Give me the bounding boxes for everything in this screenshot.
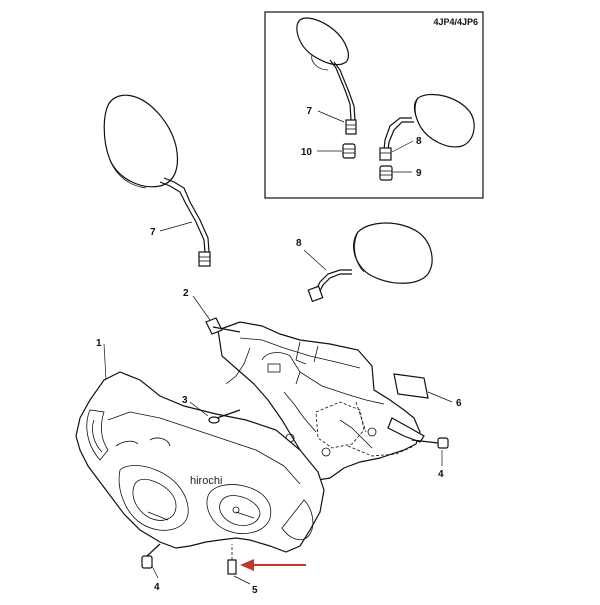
part-6-plate: 6	[393, 373, 462, 409]
inset-mirror-left	[296, 17, 357, 135]
callout-6: 6	[456, 398, 462, 409]
watermark-text: hirochi	[190, 475, 222, 487]
inset-box: 4JP4/4JP6	[264, 11, 484, 199]
inset-title: 4JP4/4JP6	[433, 17, 478, 27]
callout-9-inset: 9	[416, 168, 422, 179]
mirror-right: 8	[296, 222, 433, 303]
part-4-screw-left: 4	[141, 543, 161, 593]
part-3-screw: 3	[182, 395, 241, 424]
callout-8-main: 8	[296, 238, 302, 249]
callout-7-inset: 7	[306, 106, 312, 117]
inset-mirror-right	[379, 93, 475, 161]
inset-frame	[264, 11, 484, 199]
mirror-left: 7	[103, 94, 211, 267]
callout-5: 5	[252, 585, 258, 596]
red-arrow	[240, 559, 306, 571]
callout-7-main: 7	[150, 227, 156, 238]
callout-2: 2	[183, 288, 189, 299]
part-5-clip: 5	[227, 544, 258, 596]
callout-8-inset: 8	[416, 136, 422, 147]
callout-3: 3	[182, 395, 188, 406]
callout-4-right: 4	[438, 469, 444, 480]
inset-nut-9	[379, 165, 393, 181]
callout-4-left: 4	[154, 582, 160, 593]
part-4-screw-right: 4	[411, 437, 449, 480]
front-cover: 1	[75, 338, 325, 553]
inset-nut-10	[342, 143, 356, 159]
part-2-bolt: 2	[183, 288, 241, 335]
upper-cover	[217, 321, 425, 481]
callout-10-inset: 10	[301, 147, 313, 158]
callout-1: 1	[96, 338, 102, 349]
